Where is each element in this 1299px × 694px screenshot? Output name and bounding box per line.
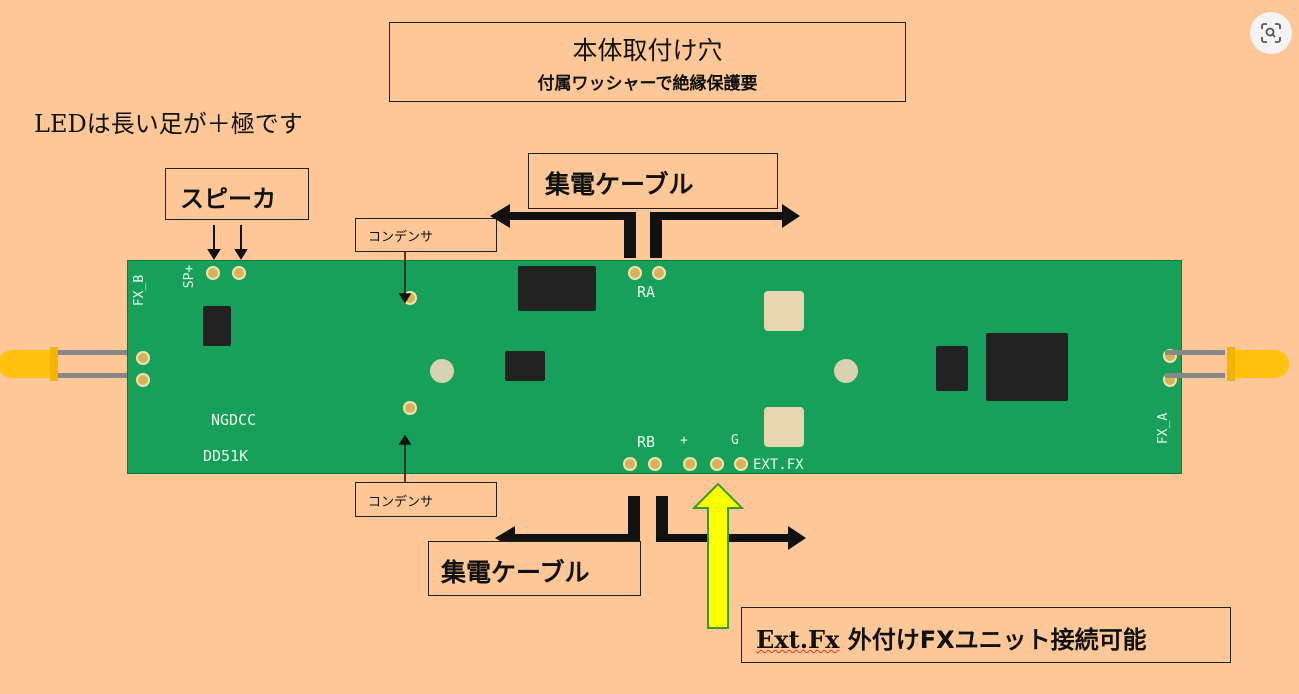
pad bbox=[710, 457, 724, 471]
silk-rb: RB bbox=[637, 433, 656, 451]
capacitor-bottom-label: コンデンサ bbox=[368, 495, 434, 510]
silk-ext-fx: EXT.FX bbox=[753, 457, 804, 473]
pickup-cable-top-arrows bbox=[490, 204, 800, 258]
pad bbox=[136, 351, 150, 365]
silk-ra: RA bbox=[637, 283, 656, 301]
capacitor-arrows bbox=[398, 252, 412, 482]
ext-fx-prefix: Ext.Fx bbox=[756, 625, 840, 654]
silk-ngdcc: NGDCC bbox=[211, 411, 257, 429]
visual-search-button[interactable] bbox=[1250, 12, 1292, 54]
mount-hole bbox=[430, 359, 454, 383]
capacitor-top-label: コンデンサ bbox=[368, 230, 434, 245]
mount-hole-title: 本体取付け穴 bbox=[572, 36, 723, 65]
pickup-cable-bottom-label: 集電ケーブル bbox=[441, 558, 590, 587]
ic-chip bbox=[505, 351, 545, 381]
silk-g: G bbox=[731, 433, 739, 448]
pickup-cable-bottom-arrows bbox=[495, 496, 806, 550]
mount-hole-box: 本体取付け穴 付属ワッシャーで絶縁保護要 bbox=[389, 22, 906, 102]
speaker-label: スピーカ bbox=[180, 185, 276, 213]
silk-dd51k: DD51K bbox=[203, 447, 249, 465]
pad bbox=[136, 373, 150, 387]
mount-hole-subtitle: 付属ワッシャーで絶縁保護要 bbox=[537, 74, 758, 94]
tact-switch bbox=[764, 407, 804, 447]
pickup-cable-top-label: 集電ケーブル bbox=[545, 170, 694, 199]
pad bbox=[206, 266, 220, 280]
ext-fx-note: Ext.Fx 外付けFXユニット接続可能 bbox=[742, 608, 1230, 655]
ext-fx-text: 外付けFXユニット接続可能 bbox=[839, 626, 1147, 654]
capacitor-top-box: コンデンサ bbox=[355, 218, 497, 252]
speaker-label-box: スピーカ bbox=[165, 168, 309, 220]
pad bbox=[628, 266, 642, 280]
mount-hole bbox=[834, 359, 858, 383]
tact-switch bbox=[764, 291, 804, 331]
ic-chip bbox=[986, 333, 1068, 401]
speaker-arrows bbox=[207, 225, 248, 260]
pad bbox=[652, 266, 666, 280]
pad bbox=[734, 457, 748, 471]
led-left-icon bbox=[0, 347, 127, 381]
pad bbox=[683, 457, 697, 471]
led-note: LEDは長い足が＋極です bbox=[34, 110, 303, 138]
lens-icon bbox=[1261, 23, 1281, 43]
silk-plus: + bbox=[680, 433, 688, 448]
ic-chip bbox=[936, 346, 968, 391]
pcb-board: FX_B SP+ NGDCC DD51K RA RB + G EXT.FX FX… bbox=[127, 260, 1182, 474]
pad bbox=[648, 457, 662, 471]
pickup-cable-bottom-box: 集電ケーブル bbox=[428, 541, 641, 596]
ext-fx-note-box: Ext.Fx 外付けFXユニット接続可能 bbox=[741, 607, 1231, 663]
pad bbox=[403, 401, 417, 415]
ic-chip bbox=[518, 266, 596, 311]
pad bbox=[623, 457, 637, 471]
ext-fx-arrow bbox=[691, 482, 745, 629]
pickup-cable-top-box: 集電ケーブル bbox=[528, 153, 778, 209]
ic-chip bbox=[203, 306, 231, 346]
capacitor-bottom-box: コンデンサ bbox=[355, 482, 497, 517]
led-right-icon bbox=[1165, 347, 1289, 381]
pad bbox=[232, 266, 246, 280]
